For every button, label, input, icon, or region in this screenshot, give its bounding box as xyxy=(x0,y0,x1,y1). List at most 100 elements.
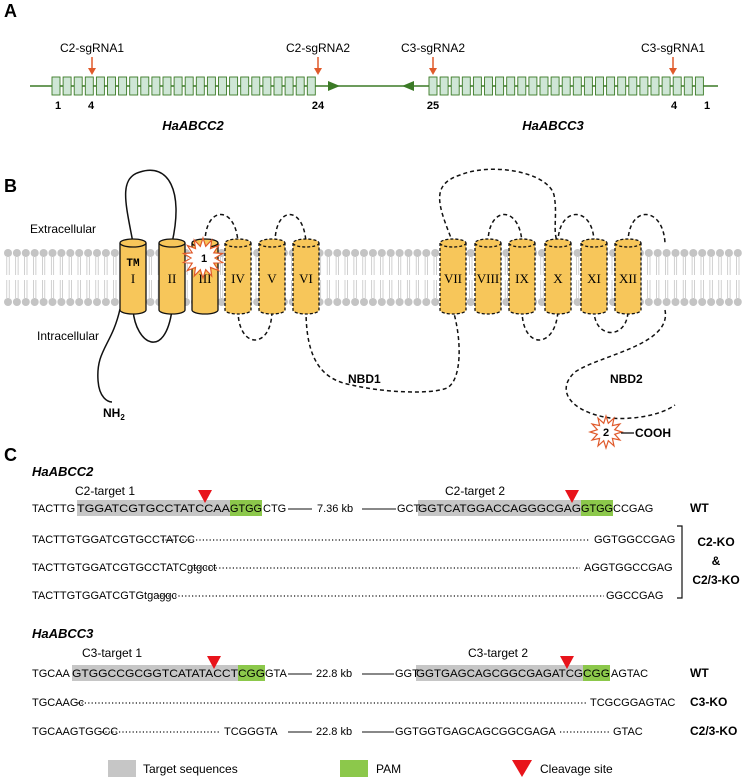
lipid-head xyxy=(689,249,698,257)
helix-top xyxy=(158,238,186,248)
abcc3-exon xyxy=(595,76,604,96)
lipid-head xyxy=(431,249,440,257)
abcc2-exon xyxy=(206,76,216,96)
lipid-head xyxy=(724,298,733,306)
c2-mut1-left: TACTTGTGGATCGTGCCTATCC xyxy=(32,534,195,546)
helix-label: VIII xyxy=(477,271,499,286)
helix-label: XII xyxy=(619,271,637,286)
lipid-head xyxy=(351,298,360,306)
extracellular-label: Extracellular xyxy=(30,222,96,236)
helix-10: X xyxy=(544,238,572,315)
lipid-head xyxy=(351,249,360,257)
helix-label: I xyxy=(131,271,135,286)
lipid-head xyxy=(324,298,333,306)
legend-target-swatch xyxy=(108,760,136,777)
abcc3-exon xyxy=(572,76,582,96)
c2-sgrna1-label: C2-sgRNA1 xyxy=(60,41,124,55)
helix-label: II xyxy=(168,271,177,286)
sgrna-arrows xyxy=(88,57,677,75)
helix-body xyxy=(614,243,642,315)
lipid-head xyxy=(644,298,653,306)
helix-4: IV xyxy=(224,238,252,315)
c23-ko-label-abcc3: C2/3-KO xyxy=(690,724,737,738)
abcc3-direction-arrow xyxy=(402,81,414,91)
helix-8: VIII xyxy=(474,238,502,315)
lipid-head xyxy=(93,298,101,306)
abcc2-exon xyxy=(107,76,116,96)
lipid-head xyxy=(324,249,333,257)
helix-top xyxy=(474,238,502,248)
helix-top xyxy=(292,238,320,248)
lipid-head xyxy=(404,298,413,306)
lipid-head xyxy=(360,298,368,306)
gene-name-abcc3: HaABCC3 xyxy=(522,118,584,133)
helix-body xyxy=(474,243,502,315)
c3-wt-right-target: GGTGAGCAGCGGCGAGATCG xyxy=(416,668,583,680)
abcc3-exon xyxy=(484,76,493,96)
helix-label: X xyxy=(553,271,563,286)
abcc3-exon xyxy=(683,76,693,96)
lipid-head xyxy=(101,298,110,306)
solid-loops xyxy=(97,169,177,403)
lipid-head xyxy=(573,298,582,306)
tm-label: TM xyxy=(126,258,140,270)
lipid-head xyxy=(724,249,733,257)
lipid-head xyxy=(342,249,351,257)
abcc3-exon xyxy=(495,76,505,96)
abcc3-exon xyxy=(628,76,638,96)
helix-7: VII xyxy=(439,238,467,315)
c3-pam1-highlight xyxy=(238,665,265,681)
site-1-label: 1 xyxy=(201,253,207,265)
abcc2-exon xyxy=(162,76,172,96)
lipid-head xyxy=(707,298,716,306)
c2-mut3-left: TACTTGTGGATCGTGtgaggc xyxy=(32,590,178,602)
c2-wt-gap: 7.36 kb xyxy=(317,503,353,515)
abcc3-exon xyxy=(428,76,438,96)
abcc3-mutant-sequences: TGCAAGc TCGCGGAGTAC TGCAAGTGGCC TCGGGTA … xyxy=(32,697,675,738)
helix-label: V xyxy=(267,271,277,286)
helix-body xyxy=(224,243,252,315)
site-2-starburst: 2 xyxy=(588,414,624,450)
lipid-head xyxy=(333,298,342,306)
abcc2-exon xyxy=(129,76,139,96)
helix-label: IX xyxy=(515,271,529,286)
abcc2-exon xyxy=(173,76,183,96)
helix-body xyxy=(292,243,320,315)
lipid-head xyxy=(368,298,377,306)
abcc3-exon xyxy=(561,76,571,96)
lipid-head xyxy=(422,249,431,257)
c2-pam1-highlight xyxy=(230,500,262,516)
abcc3-exon xyxy=(694,76,704,96)
helix-body xyxy=(508,243,536,315)
abcc3-exon xyxy=(650,76,660,96)
lipid-head xyxy=(716,249,724,257)
abcc2-section-title: HaABCC2 xyxy=(32,464,94,479)
lipid-head xyxy=(101,249,110,257)
c2-mut2-right: AGGTGGCCGAG xyxy=(584,562,673,574)
helix-5: V xyxy=(258,238,286,315)
helix-top xyxy=(544,238,572,248)
legend-cleavage-label: Cleavage site xyxy=(540,762,613,776)
lipid-head xyxy=(653,298,662,306)
c2-wt-left-target: TGGATCGTGCCTATCCAA xyxy=(77,503,231,515)
c3-wt-right-pre: GGT xyxy=(395,668,419,680)
abcc3-exon xyxy=(539,76,549,96)
helix-6: VI xyxy=(292,238,320,315)
nh2-label: NH2 xyxy=(103,406,125,422)
exon-number-4-abcc3: 4 xyxy=(671,100,678,112)
c2-wt-right-pam: GTGG xyxy=(581,503,613,515)
lipid-head xyxy=(538,298,546,306)
lipid-head xyxy=(671,298,680,306)
c3-cleavage-site-1 xyxy=(207,656,221,669)
abcc3-exon xyxy=(617,76,627,96)
lipid-head xyxy=(466,298,475,306)
helix-top xyxy=(258,238,286,248)
abcc3-exon xyxy=(461,76,471,96)
c3-ko-label: C3-KO xyxy=(690,695,727,709)
c2-pam2-highlight xyxy=(581,500,613,516)
lipid-head xyxy=(386,298,395,306)
c2-sgrna2-label: C2-sgRNA2 xyxy=(286,41,350,55)
c2-wt-label: WT xyxy=(690,501,709,515)
c3-target2-label: C3-target 2 xyxy=(468,646,528,660)
